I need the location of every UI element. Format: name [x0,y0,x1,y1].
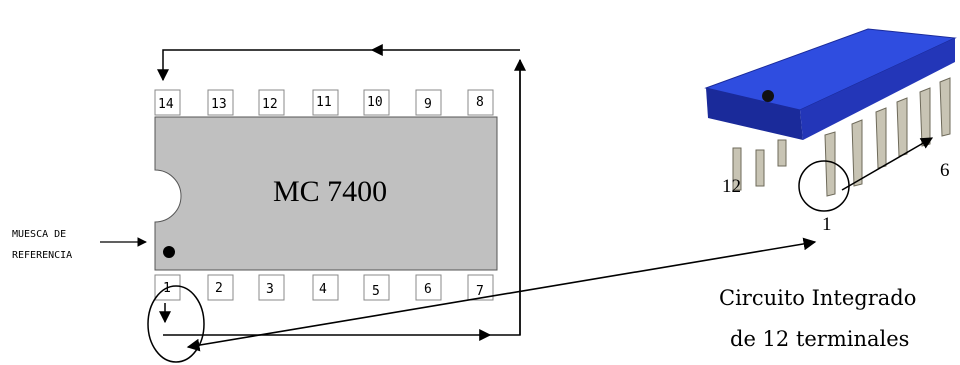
pin-number: 5 [372,284,380,299]
pin-number: 9 [424,97,432,112]
package-pin1-circle [798,160,850,212]
top-pin-row: 14 13 12 11 10 9 8 [154,89,494,116]
package-side [800,38,955,140]
caption-line1: Circuito Integrado [719,286,916,310]
pin-box [467,89,494,116]
chip-title: MC 7400 [273,175,387,208]
package-front [706,88,803,140]
path-top-left-arrow [157,49,372,82]
pin-number: 12 [262,97,278,112]
package-pin-label-1: 1 [822,214,832,235]
package-pin-label-6: 6 [940,160,950,181]
package-pin [919,87,931,147]
notch-label-line2: REFERENCIA [12,250,72,261]
pin-box [258,89,285,116]
package-pin [824,131,836,197]
pin-box [207,89,234,116]
package-pin-label-12: 12 [722,176,741,197]
pin-box [154,89,181,116]
bottom-pin-row: 1 2 3 4 5 6 7 [154,274,494,301]
pin-number: 6 [424,282,432,297]
pin-number: 14 [158,97,174,112]
package-pin [777,139,787,167]
pin-number: 13 [211,97,227,112]
pin1-dot [163,246,175,258]
package-pin [755,149,765,187]
package-pin [732,147,742,191]
pin-box [363,89,390,116]
pin-number: 7 [476,284,484,299]
package-pin [896,97,908,157]
pin-box [415,89,442,116]
notch-label-line1: MUESCA DE [12,229,66,240]
ic-package-illustration: 12 6 1 [704,28,957,235]
package-pin [875,107,887,169]
link-arrow [186,237,817,352]
pin-number: 10 [367,95,383,110]
pin-number: 2 [215,281,223,296]
package-notch-dot [762,90,774,102]
pin-number: 3 [266,282,274,297]
pin-number: 4 [319,282,327,297]
pin-number: 11 [316,95,332,110]
package-count-arrow [841,137,934,191]
caption-line2: de 12 terminales [730,327,909,351]
pin-box [312,89,339,116]
package-pin [851,119,863,187]
chip-body [154,116,498,271]
package-pin [939,77,951,137]
pin-number: 8 [476,95,484,110]
